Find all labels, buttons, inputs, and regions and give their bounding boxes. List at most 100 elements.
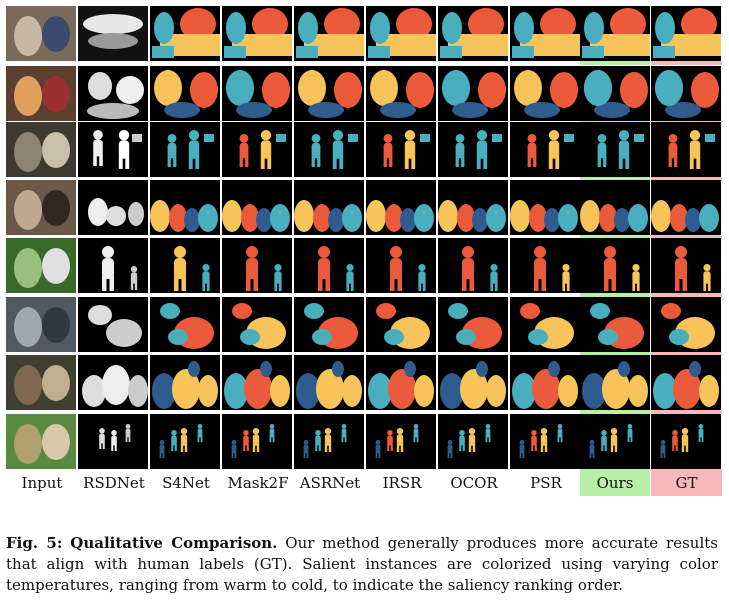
saliency-map bbox=[294, 66, 364, 121]
saliency-map bbox=[580, 122, 650, 177]
saliency-map bbox=[651, 6, 721, 61]
saliency-map bbox=[294, 122, 364, 177]
saliency-map bbox=[150, 180, 220, 235]
saliency-map bbox=[366, 297, 436, 352]
input-photo bbox=[6, 297, 76, 352]
qualitative-comparison-grid bbox=[6, 6, 722, 473]
saliency-map bbox=[651, 355, 721, 410]
caption-title: Qualitative Comparison. bbox=[70, 534, 278, 552]
saliency-map bbox=[150, 297, 220, 352]
label-input: Input bbox=[21, 474, 63, 492]
saliency-map bbox=[366, 122, 436, 177]
caption-text: Our method generally produces more accur… bbox=[6, 534, 718, 594]
ours-highlight-strip bbox=[580, 61, 650, 65]
saliency-map bbox=[580, 238, 650, 293]
saliency-map bbox=[294, 355, 364, 410]
saliency-map bbox=[78, 238, 148, 293]
saliency-map bbox=[294, 6, 364, 61]
label-irsr: IRSR bbox=[382, 474, 422, 492]
label-ours: Ours bbox=[580, 470, 650, 496]
saliency-map bbox=[366, 66, 436, 121]
saliency-map bbox=[150, 355, 220, 410]
saliency-map bbox=[366, 414, 436, 469]
label-s4net: S4Net bbox=[162, 474, 210, 492]
saliency-map bbox=[651, 297, 721, 352]
saliency-map bbox=[438, 414, 508, 469]
saliency-map bbox=[78, 122, 148, 177]
saliency-map bbox=[222, 355, 292, 410]
saliency-map bbox=[438, 122, 508, 177]
label-psr: PSR bbox=[530, 474, 562, 492]
saliency-map bbox=[438, 355, 508, 410]
saliency-map bbox=[510, 297, 580, 352]
gt-highlight-strip bbox=[651, 352, 722, 356]
saliency-map bbox=[222, 122, 292, 177]
label-rsdnet: RSDNet bbox=[83, 474, 145, 492]
saliency-map bbox=[222, 297, 292, 352]
input-photo bbox=[6, 238, 76, 293]
gt-highlight-strip bbox=[651, 61, 722, 65]
saliency-map bbox=[510, 6, 580, 61]
saliency-map bbox=[222, 180, 292, 235]
saliency-map bbox=[78, 297, 148, 352]
saliency-map bbox=[651, 122, 721, 177]
label-ocor: OCOR bbox=[450, 474, 498, 492]
gt-highlight-strip bbox=[651, 293, 722, 297]
saliency-map bbox=[294, 414, 364, 469]
ours-highlight-strip bbox=[580, 293, 650, 297]
ours-highlight-strip bbox=[580, 352, 650, 356]
saliency-map bbox=[150, 6, 220, 61]
saliency-map bbox=[580, 297, 650, 352]
saliency-map bbox=[580, 180, 650, 235]
input-photo bbox=[6, 414, 76, 469]
gt-highlight-strip bbox=[651, 410, 722, 414]
saliency-map bbox=[150, 238, 220, 293]
saliency-map bbox=[150, 66, 220, 121]
saliency-map bbox=[294, 297, 364, 352]
saliency-map bbox=[438, 6, 508, 61]
saliency-map bbox=[510, 180, 580, 235]
saliency-map bbox=[366, 355, 436, 410]
saliency-map bbox=[150, 414, 220, 469]
saliency-map bbox=[78, 180, 148, 235]
saliency-map bbox=[150, 122, 220, 177]
saliency-map bbox=[580, 6, 650, 61]
saliency-map bbox=[366, 238, 436, 293]
ours-highlight-strip bbox=[580, 410, 650, 414]
figure-caption: Fig. 5: Qualitative Comparison. Our meth… bbox=[6, 533, 718, 596]
saliency-map bbox=[580, 355, 650, 410]
input-photo bbox=[6, 66, 76, 121]
saliency-map bbox=[510, 238, 580, 293]
saliency-map bbox=[510, 66, 580, 121]
saliency-map bbox=[438, 180, 508, 235]
saliency-map bbox=[651, 414, 721, 469]
saliency-map bbox=[222, 66, 292, 121]
ours-highlight-strip bbox=[580, 235, 650, 239]
saliency-map bbox=[651, 238, 721, 293]
saliency-map bbox=[438, 66, 508, 121]
saliency-map bbox=[366, 6, 436, 61]
saliency-map bbox=[294, 238, 364, 293]
ours-highlight-strip bbox=[580, 177, 650, 181]
label-asrnet: ASRNet bbox=[299, 474, 361, 492]
input-photo bbox=[6, 355, 76, 410]
saliency-map bbox=[78, 355, 148, 410]
saliency-map bbox=[438, 238, 508, 293]
saliency-map bbox=[222, 238, 292, 293]
gt-highlight-strip bbox=[651, 235, 722, 239]
saliency-map bbox=[222, 414, 292, 469]
saliency-map bbox=[78, 414, 148, 469]
column-labels: Input RSDNet S4Net Mask2F ASRNet IRSR OC… bbox=[0, 470, 729, 498]
label-gt: GT bbox=[651, 470, 722, 496]
saliency-map bbox=[580, 66, 650, 121]
saliency-map bbox=[651, 66, 721, 121]
input-photo bbox=[6, 180, 76, 235]
saliency-map bbox=[510, 122, 580, 177]
saliency-map bbox=[366, 180, 436, 235]
saliency-map bbox=[580, 414, 650, 469]
saliency-map bbox=[438, 297, 508, 352]
input-photo bbox=[6, 6, 76, 61]
saliency-map bbox=[510, 355, 580, 410]
input-photo bbox=[6, 122, 76, 177]
gt-highlight-strip bbox=[651, 177, 722, 181]
